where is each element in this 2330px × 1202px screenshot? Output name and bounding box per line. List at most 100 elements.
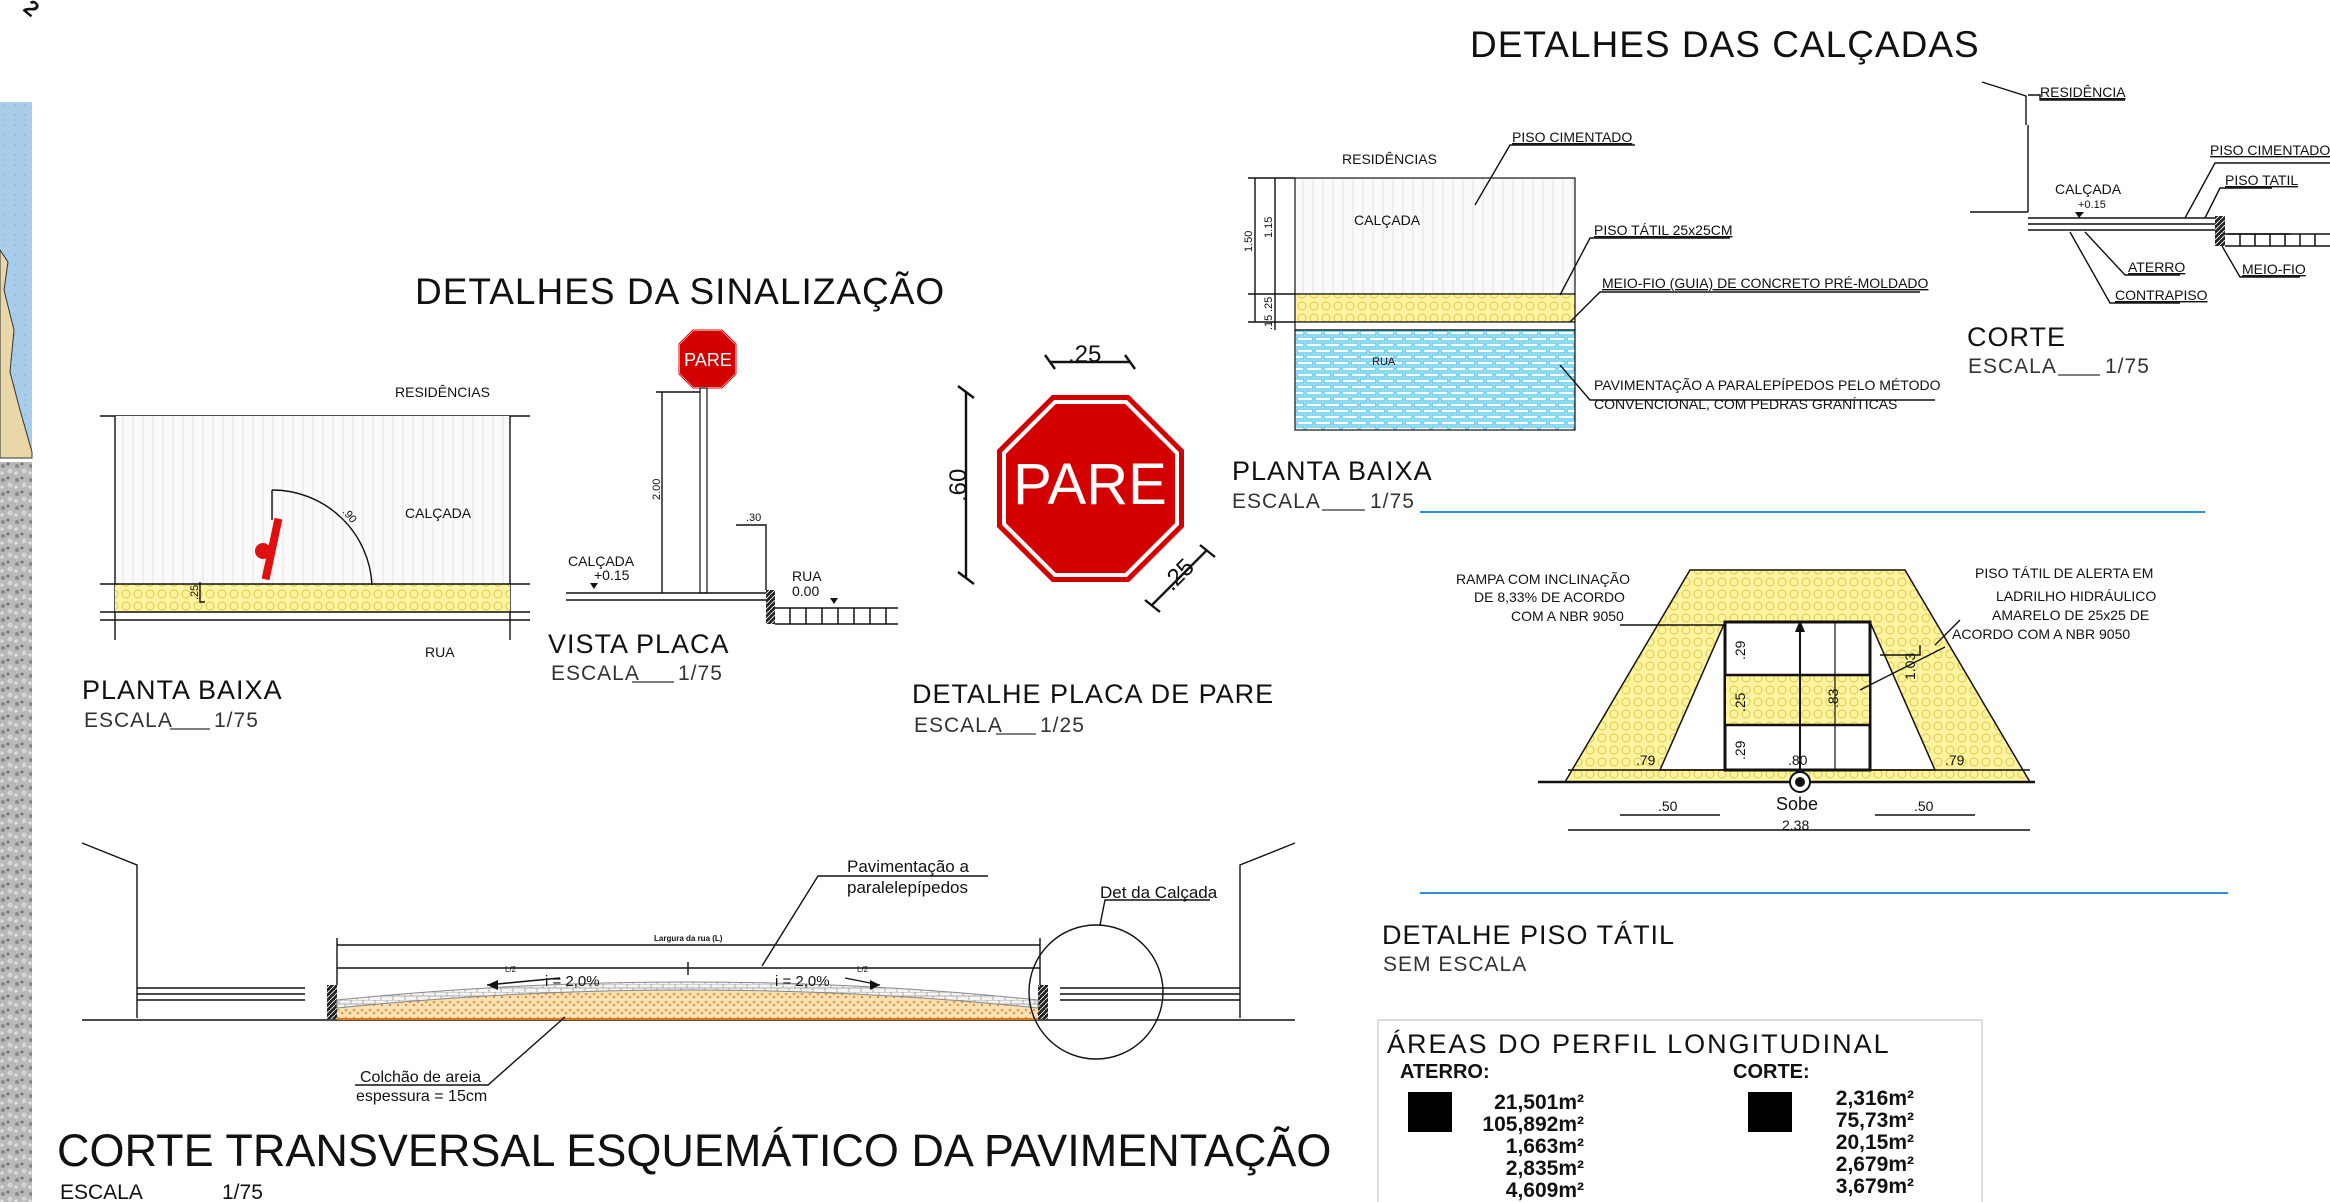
corte-pav-drawing (81, 842, 1296, 1086)
corte-pav-largura: Largura da rua (L) (654, 934, 723, 943)
signal-section-title: DETALHES DA SINALIZAÇÃO (415, 271, 945, 312)
planta-sinal-dim-2: .25 (189, 585, 201, 600)
corte-pav-colchao-1: Colchão de areia (360, 1069, 481, 1086)
placa-pare-scale-label: ESCALA (914, 714, 1003, 737)
corte-pav-half-right: L/2 (857, 965, 869, 974)
piso-tatil-dim-29a: .29 (1732, 640, 1748, 660)
piso-tatil-dim-80: .80 (1788, 752, 1808, 768)
corte-pav-slope-left: i = 2,0% (545, 973, 600, 990)
areas-aterro-value-5: 4,609m² (1506, 1179, 1584, 1202)
corte-pav-half-left: L/2 (505, 965, 517, 974)
piso-tatil-note-right-1: PISO TÁTIL DE ALERTA EM (1975, 565, 2153, 581)
svg-text:2: 2 (19, 0, 44, 22)
piso-tatil-note-right-4: ACORDO COM A NBR 9050 (1952, 626, 2130, 642)
corte-calcada-residencia: RESIDÊNCIA (2040, 84, 2126, 100)
areas-aterro-label: ATERRO: (1400, 1061, 1490, 1083)
corte-calcada-drawing (1970, 81, 2330, 304)
piso-tatil-dim-83: .83 (1825, 688, 1841, 708)
corte-calcada-title: CORTE (1967, 322, 2066, 352)
placa-pare-drawing (957, 354, 1216, 613)
planta-sinal-calcada: CALÇADA (405, 505, 472, 521)
planta-calcada-title: PLANTA BAIXA (1232, 456, 1433, 486)
planta-calcada-residencias: RESIDÊNCIAS (1342, 151, 1437, 167)
corte-pav-title: CORTE TRANSVERSAL ESQUEMÁTICO DA PAVIMEN… (57, 1125, 1331, 1176)
page-title: DETALHES DAS CALÇADAS (1470, 24, 1980, 65)
areas-corte-value-3: 20,15m² (1836, 1131, 1914, 1154)
corte-pav-slope-right: i = 2,0% (775, 973, 830, 990)
vista-placa-scale-label: ESCALA (551, 662, 640, 685)
corte-calcada-level: +0.15 (2078, 199, 2106, 211)
planta-sinal-residencias: RESIDÊNCIAS (395, 384, 490, 400)
piso-tatil-drawing (1538, 569, 2035, 831)
planta-calcada-dim-2: 1.15 (1263, 217, 1275, 238)
aterro-swatch (1408, 1092, 1452, 1132)
piso-tatil-dim-103: 1.03 (1902, 653, 1918, 680)
piso-tatil-note-left-3: COM A NBR 9050 (1511, 608, 1624, 624)
note-meio-fio: MEIO-FIO (GUIA) DE CONCRETO PRÉ-MOLDADO (1602, 275, 1929, 291)
areas-corte-label: CORTE: (1733, 1061, 1810, 1083)
corte-swatch (1748, 1092, 1792, 1132)
planta-sinal-scale-label: ESCALA (84, 709, 173, 732)
planta-calcada-rua-label: RUA (1372, 356, 1396, 368)
placa-pare-sign-text: PARE (1013, 452, 1167, 517)
note-pavimentacao-line-1: PAVIMENTAÇÃO A PARALEPÍPEDOS PELO MÉTODO (1594, 377, 1941, 393)
vista-placa-calcada: CALÇADA (568, 553, 635, 569)
piso-tatil-sobe: Sobe (1776, 794, 1818, 814)
planta-calcada-dim-4: .15 (1263, 315, 1275, 330)
piso-tatil-dim-50b: .50 (1914, 798, 1934, 814)
areas-corte-value-2: 75,73m² (1836, 1109, 1914, 1132)
planta-sinal-drawing (100, 415, 530, 640)
planta-calcada-dim-3: .25 (1263, 297, 1275, 312)
corte-calcada-calcada: CALÇADA (2055, 181, 2122, 197)
corte-pav-scale: 1/75 (222, 1181, 263, 1202)
placa-pare-dim-top: .25 (1068, 341, 1101, 368)
areas-title: ÁREAS DO PERFIL LONGITUDINAL (1387, 1029, 1891, 1059)
corte-pav-scale-label: ESCALA (60, 1181, 143, 1202)
vista-placa-drawing (566, 329, 898, 625)
piso-tatil-dim-79b: .79 (1945, 752, 1965, 768)
areas-corte-value-1: 2,316m² (1836, 1087, 1914, 1110)
piso-tatil-dim-25: .25 (1732, 692, 1748, 712)
areas-corte-value-4: 2,679m² (1836, 1153, 1914, 1176)
planta-calcada-dim-1: 1.50 (1243, 231, 1255, 252)
planta-calcada-scale-label: ESCALA (1232, 490, 1321, 513)
piso-tatil-note-right-3: AMARELO DE 25x25 DE (1992, 607, 2149, 623)
corte-calcada-scale: 1/75 (2105, 355, 2150, 378)
placa-pare-dim-side: .25 (1157, 554, 1200, 597)
note-piso-cimentado: PISO CIMENTADO (1512, 129, 1632, 145)
planta-calcada-scale: 1/75 (1370, 490, 1415, 513)
placa-pare-scale: 1/25 (1040, 714, 1085, 737)
map-strip: 2 (0, 0, 44, 1202)
corte-calcada-piso-cimentado: PISO CIMENTADO (2210, 142, 2330, 158)
areas-table (1377, 1019, 1983, 1202)
corte-pav-det-calcada: Det da Calçada (1100, 883, 1218, 902)
areas-aterro-value-3: 1,663m² (1506, 1135, 1584, 1158)
vista-placa-sign-text: PARE (684, 350, 732, 370)
areas-aterro-value-2: 105,892m² (1482, 1113, 1584, 1136)
planta-calcada-drawing (1248, 144, 1935, 431)
vista-placa-rua: RUA (792, 568, 822, 584)
piso-tatil-dim-total: 2.38 (1782, 817, 1809, 833)
piso-tatil-dim-50a: .50 (1658, 798, 1678, 814)
vista-placa-dim-2: .30 (746, 512, 761, 524)
placa-pare-title: DETALHE PLACA DE PARE (912, 679, 1274, 709)
planta-calcada-calcada-label: CALÇADA (1354, 212, 1421, 228)
vista-placa-scale: 1/75 (678, 662, 723, 685)
piso-tatil-dim-79a: .79 (1636, 752, 1656, 768)
vista-placa-dim-1: 2.00 (651, 479, 663, 500)
piso-tatil-dim-29b: .29 (1732, 740, 1748, 760)
piso-tatil-note-right-2: LADRILHO HIDRÁULICO (1996, 588, 2156, 604)
placa-pare-dim-height: .60 (945, 469, 972, 502)
piso-tatil-title: DETALHE PISO TÁTIL (1382, 920, 1675, 950)
areas-corte-value-5: 3,679m² (1836, 1175, 1914, 1198)
note-piso-tatil: PISO TÁTIL 25x25CM (1594, 222, 1733, 238)
corte-pav-label-1: Pavimentação a (847, 857, 969, 876)
corte-calcada-scale-label: ESCALA (1968, 355, 2057, 378)
piso-tatil-note-left-1: RAMPA COM INCLINAÇÃO (1456, 571, 1630, 587)
corte-calcada-meio-fio: MEIO-FIO (2242, 261, 2306, 277)
vista-placa-title: VISTA PLACA (548, 629, 730, 659)
corte-calcada-piso-tatil: PISO TATIL (2225, 172, 2298, 188)
planta-sinal-scale: 1/75 (214, 709, 259, 732)
vista-placa-rua-level: 0.00 (792, 583, 819, 599)
piso-tatil-note-left-2: DE 8,33% DE ACORDO (1474, 589, 1625, 605)
